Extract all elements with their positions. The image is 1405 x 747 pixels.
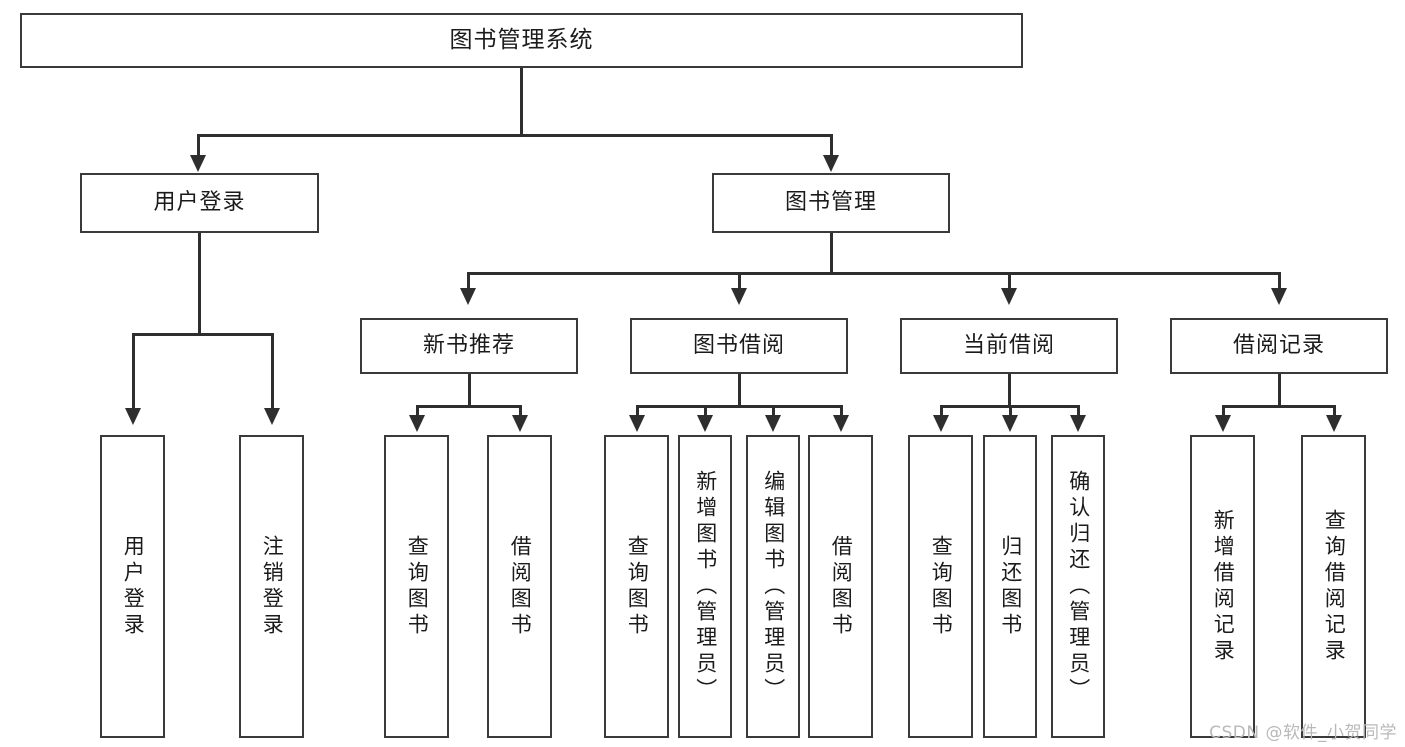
connector-book-borrow-bus — [637, 405, 842, 408]
node-leaf-query-record-label: 查询借阅记录 — [1322, 508, 1347, 665]
arrowhead-leaf-query-record — [1326, 415, 1342, 432]
arrowhead-leaf-query-book-1 — [409, 415, 425, 432]
arrowhead-borrow-record — [1271, 288, 1287, 305]
node-borrow-record[interactable]: 借阅记录 — [1170, 318, 1388, 374]
node-leaf-query-book-2[interactable]: 查询图书 — [604, 435, 669, 738]
connector-book-manage-child3 — [1008, 272, 1011, 290]
arrowhead-leaf-add-book — [697, 415, 713, 432]
connector-to-book-manage — [830, 134, 833, 159]
watermark-text: CSDN @软件_小贺同学 — [1209, 723, 1397, 743]
connector-book-borrow-child1 — [636, 405, 639, 417]
node-book-manage-label: 图书管理 — [784, 189, 877, 215]
connector-to-user-login — [197, 134, 200, 159]
node-leaf-confirm-return[interactable]: 确认归还（管理员） — [1051, 435, 1105, 738]
node-leaf-add-book-label: 新增图书（管理员） — [693, 469, 718, 704]
connector-book-manage-bus — [468, 272, 1280, 275]
node-current-borrow-label: 当前借阅 — [962, 332, 1055, 358]
node-leaf-borrow-book-2[interactable]: 借阅图书 — [808, 435, 873, 738]
connector-new-book-child2 — [519, 405, 522, 417]
node-leaf-query-book-3[interactable]: 查询图书 — [908, 435, 973, 738]
arrowhead-to-book-manage — [823, 155, 839, 172]
arrowhead-leaf-logout — [264, 408, 280, 425]
node-user-login[interactable]: 用户登录 — [80, 173, 319, 233]
connector-book-borrow-child2 — [704, 405, 707, 417]
arrowhead-leaf-borrow-book-1 — [512, 415, 528, 432]
node-leaf-query-book-1[interactable]: 查询图书 — [384, 435, 449, 738]
arrowhead-leaf-add-record — [1215, 415, 1231, 432]
connector-book-borrow-child4 — [840, 405, 843, 417]
connector-borrow-record-child2 — [1333, 405, 1336, 417]
arrowhead-new-book-recommend — [460, 288, 476, 305]
connector-book-manage-child2 — [738, 272, 741, 290]
connector-borrow-record-bus — [1223, 405, 1335, 408]
node-root-label: 图书管理系统 — [449, 26, 594, 53]
node-book-manage[interactable]: 图书管理 — [712, 173, 950, 233]
connector-current-borrow-child1 — [940, 405, 943, 417]
node-leaf-borrow-book-1[interactable]: 借阅图书 — [487, 435, 552, 738]
node-book-borrow-label: 图书借阅 — [692, 332, 785, 358]
connector-level1-bus — [198, 134, 832, 137]
node-leaf-query-book-3-label: 查询图书 — [929, 534, 954, 639]
arrowhead-leaf-edit-book — [765, 415, 781, 432]
arrowhead-to-user-login — [190, 155, 206, 172]
node-leaf-user-login[interactable]: 用户登录 — [100, 435, 165, 738]
connector-book-borrow-stem — [738, 374, 741, 406]
arrowhead-leaf-user-login — [125, 408, 141, 425]
node-borrow-record-label: 借阅记录 — [1232, 332, 1325, 358]
node-leaf-return-book-label: 归还图书 — [998, 534, 1023, 639]
connector-book-borrow-child3 — [772, 405, 775, 417]
node-current-borrow[interactable]: 当前借阅 — [900, 318, 1118, 374]
node-leaf-borrow-book-1-label: 借阅图书 — [508, 534, 533, 639]
connector-new-book-bus — [417, 405, 521, 408]
node-book-borrow[interactable]: 图书借阅 — [630, 318, 848, 374]
connector-book-manage-child4 — [1278, 272, 1281, 290]
arrowhead-leaf-borrow-book-2 — [833, 415, 849, 432]
connector-book-manage-stem — [830, 233, 833, 274]
connector-book-manage-child1 — [467, 272, 470, 290]
connector-new-book-stem — [468, 374, 471, 406]
node-leaf-query-book-1-label: 查询图书 — [405, 534, 430, 639]
node-leaf-add-book[interactable]: 新增图书（管理员） — [678, 435, 732, 738]
node-root[interactable]: 图书管理系统 — [20, 13, 1023, 68]
node-leaf-confirm-return-label: 确认归还（管理员） — [1066, 469, 1091, 704]
connector-user-login-child1 — [132, 333, 135, 411]
node-leaf-edit-book-label: 编辑图书（管理员） — [761, 469, 786, 704]
connector-current-borrow-child3 — [1077, 405, 1080, 417]
node-new-book-recommend[interactable]: 新书推荐 — [360, 318, 578, 374]
connector-borrow-record-child1 — [1222, 405, 1225, 417]
arrowhead-leaf-query-book-3 — [933, 415, 949, 432]
connector-borrow-record-stem — [1278, 374, 1281, 406]
arrowhead-leaf-confirm-return — [1070, 415, 1086, 432]
node-leaf-add-record-label: 新增借阅记录 — [1211, 508, 1236, 665]
node-leaf-logout-label: 注销登录 — [260, 534, 285, 639]
arrowhead-current-borrow — [1001, 288, 1017, 305]
node-leaf-logout[interactable]: 注销登录 — [239, 435, 304, 738]
connector-user-login-child2 — [271, 333, 274, 411]
node-new-book-recommend-label: 新书推荐 — [422, 332, 515, 358]
arrowhead-leaf-return-book — [1002, 415, 1018, 432]
node-leaf-add-record[interactable]: 新增借阅记录 — [1190, 435, 1255, 738]
arrowhead-leaf-query-book-2 — [629, 415, 645, 432]
connector-root-stem — [520, 68, 523, 135]
node-leaf-query-record[interactable]: 查询借阅记录 — [1301, 435, 1366, 738]
node-leaf-return-book[interactable]: 归还图书 — [983, 435, 1037, 738]
connector-current-borrow-stem — [1008, 374, 1011, 406]
connector-user-login-bus — [133, 333, 273, 336]
node-leaf-edit-book[interactable]: 编辑图书（管理员） — [746, 435, 800, 738]
connector-new-book-child1 — [416, 405, 419, 417]
node-leaf-user-login-label: 用户登录 — [121, 534, 146, 639]
arrowhead-book-borrow — [731, 288, 747, 305]
node-leaf-borrow-book-2-label: 借阅图书 — [829, 534, 854, 639]
node-leaf-query-book-2-label: 查询图书 — [625, 534, 650, 639]
node-user-login-label: 用户登录 — [153, 189, 246, 215]
connector-user-login-stem — [198, 233, 201, 334]
connector-current-borrow-child2 — [1009, 405, 1012, 417]
